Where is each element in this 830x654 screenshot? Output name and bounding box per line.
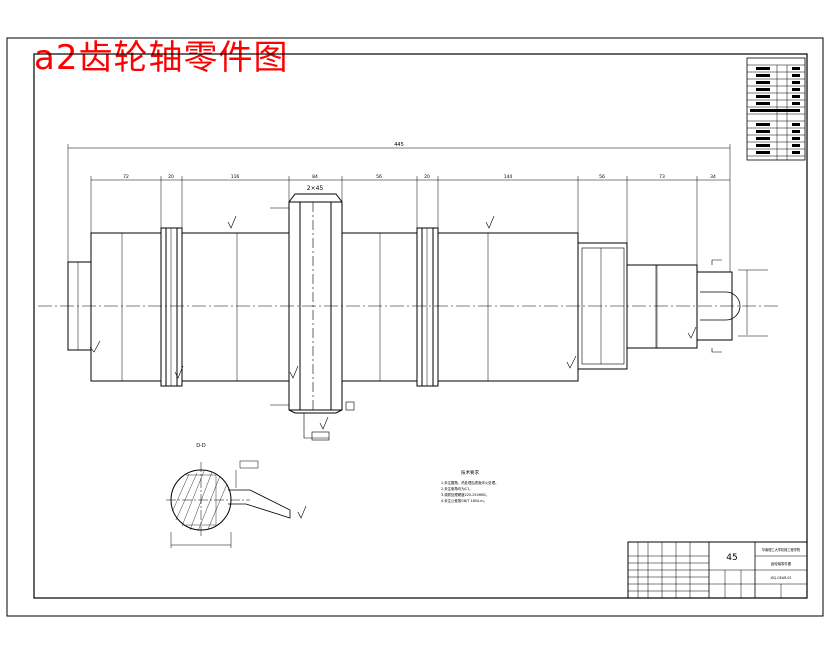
overlay-title: a2齿轮轴零件图 [34, 38, 289, 78]
seg-len-9: 73 [659, 174, 665, 180]
tech-req-4: 4.未注公差按GB/T 1804-m。 [441, 498, 487, 503]
section-view [166, 460, 307, 548]
part-name: 齿轮轴零件图 [771, 561, 792, 566]
gear-tolerance-callouts [270, 207, 355, 441]
outer-border [6, 37, 824, 617]
seg-len-4: 84 [312, 174, 318, 180]
chamfer-note: 2×45 [307, 185, 324, 192]
overall-length-label: 445 [394, 142, 404, 148]
seg-len-3: 116 [231, 174, 240, 180]
length-dims [67, 144, 731, 272]
seg-len-2: 20 [168, 174, 174, 180]
tech-req-title: 技术要求 [461, 469, 479, 476]
seg-len-7: 144 [504, 174, 513, 180]
material-label: 45 [726, 553, 737, 563]
seg-len-5: 56 [376, 174, 382, 180]
school-name: 华南理工大学机械工程学院 [762, 547, 801, 552]
seg-len-1: 72 [123, 174, 129, 180]
section-cut-marks [711, 259, 768, 353]
tech-requirements: 技术要求 1.未注圆角，热处理后表面淬火处理。 2.未注倒角均为C1。 3.调质… [441, 469, 498, 503]
roughness-symbols [89, 215, 697, 430]
title-block [627, 541, 808, 599]
gear-parameter-table [746, 57, 806, 161]
shaft-outline [67, 193, 741, 414]
tech-req-3: 3.调质处理硬度220-250HBS。 [441, 492, 489, 497]
tech-req-1: 1.未注圆角，热处理后表面淬火处理。 [441, 480, 498, 485]
tech-req-2: 2.未注倒角均为C1。 [441, 486, 473, 491]
seg-len-6: 20 [424, 174, 430, 180]
diameter-dims [77, 228, 748, 386]
drawing-number: JSQ-GEAR-02 [770, 576, 792, 580]
section-label: D-D [196, 443, 206, 449]
segment-length-labels: 72 20 116 84 56 20 144 56 73 34 [123, 174, 716, 180]
inner-border [33, 53, 808, 599]
seg-len-8: 56 [599, 174, 605, 180]
seg-len-10: 34 [710, 174, 716, 180]
